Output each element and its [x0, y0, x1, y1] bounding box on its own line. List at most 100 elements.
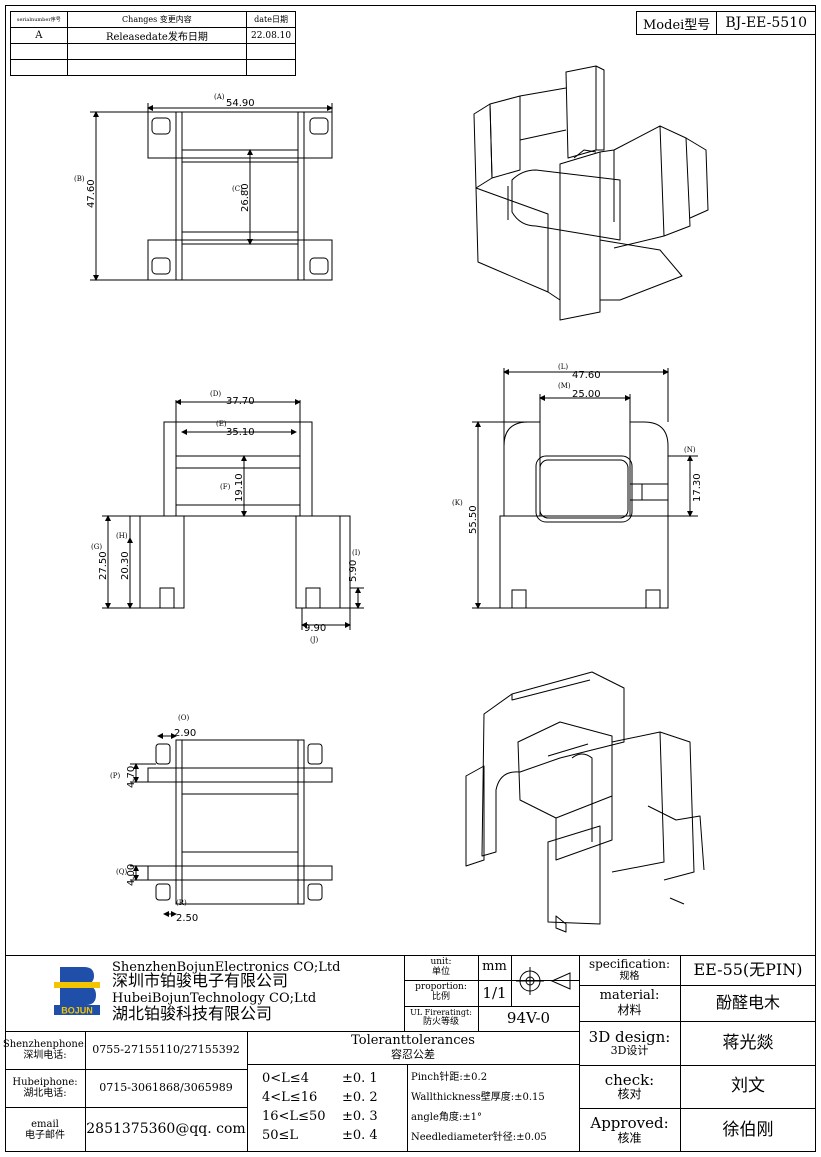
design-label-cn: 3D设计 [610, 1044, 649, 1058]
tb-rule [680, 955, 681, 1152]
dim-d-value: 37.70 [226, 396, 255, 407]
dim-o-value: 2.90 [174, 728, 196, 739]
tb-rule [579, 985, 816, 986]
check-label-cn: 核对 [617, 1087, 642, 1102]
dim-o-tag: (O) [178, 714, 189, 722]
tb-rule [5, 1107, 247, 1108]
dim-l-value: 47.60 [572, 370, 601, 381]
material-label-cn: 材料 [617, 1002, 642, 1017]
dim-c-tag: (C) [232, 185, 243, 193]
approved-value: 徐伯刚 [722, 1119, 774, 1140]
dim-a-value: 54.90 [226, 98, 255, 109]
tb-rule [404, 1006, 579, 1007]
dim-k-tag: (K) [452, 499, 463, 507]
tol-note: Wallthickness壁厚度:±0.15 [411, 1092, 545, 1103]
email-value: 2851375360@qq. com [86, 1120, 246, 1137]
check-value: 刘文 [731, 1076, 765, 1097]
ul-label-cell: UL Fireratingt: 防火等级 [404, 1006, 478, 1031]
tol-note: Pinch针距:±0.2 [411, 1072, 488, 1083]
dim-g-value: 27.50 [98, 551, 109, 580]
material-value: 酚醛电木 [715, 993, 780, 1013]
material-label-en: material: [599, 988, 660, 1004]
dim-b-tag: (B) [74, 175, 85, 183]
dim-r-tag: (R) [176, 899, 187, 907]
dim-e-tag: (E) [216, 420, 227, 428]
hb-phone-label-cn: 湖北电话: [23, 1088, 67, 1099]
tol-note: Needlediameter针径:±0.05 [411, 1132, 547, 1143]
dim-m-value: 25.00 [572, 389, 601, 400]
proportion-label-en: proportion: [415, 982, 467, 993]
company-hb-en: HubeiBojunTechnology CO;Ltd [112, 991, 317, 1006]
tb-rule [579, 1065, 816, 1066]
tb-rule [579, 955, 580, 1152]
dim-i-tag: (I) [352, 549, 360, 557]
dim-g-tag: (G) [91, 543, 102, 551]
dim-f-value: 19.10 [234, 473, 245, 502]
revision-table: serialnumber序号 Changes 变更内容 date日期 A Rel… [10, 11, 296, 76]
dim-j-tag: (J) [310, 636, 319, 644]
dim-e-value: 35.10 [226, 427, 255, 438]
sz-phone-label-en: Shenzhenphone: [2, 1039, 88, 1050]
email-label: email 电子邮件 [5, 1107, 85, 1152]
tolerances-title: Toleranttolerances 容忍公差 [247, 1031, 579, 1064]
title-block [5, 955, 816, 1152]
projection-symbol-icon [512, 958, 578, 1004]
ul-label-cn: 防火等级 [422, 1016, 459, 1027]
hb-phone-label: Hubeiphone: 湖北电话: [5, 1069, 85, 1107]
tb-rule [404, 955, 405, 1031]
proportion-label-cell: proportion: 比例 [404, 980, 478, 1006]
tol-range: 0<L≤4 [262, 1071, 309, 1086]
tolerances-title-en: Toleranttolerances [351, 1033, 475, 1049]
dim-q-tag: (Q) [116, 868, 127, 876]
check-label-en: check: [604, 1070, 655, 1089]
tb-rule [579, 1021, 816, 1022]
dim-n-value: 17.30 [692, 473, 703, 502]
dim-k-value: 55.50 [468, 505, 479, 534]
spec-label-en: specification: [588, 956, 671, 971]
unit-value: mm [482, 959, 507, 975]
tol-range: 16<L≤50 [262, 1109, 326, 1124]
proportion-value: 1/1 [482, 983, 507, 1002]
unit-label-cell: unit: 单位 [404, 955, 478, 980]
dim-m-tag: (M) [558, 382, 571, 390]
logo-text: BOJUN [61, 1006, 93, 1016]
approved-label: Approved: 核准 [579, 1108, 680, 1152]
dim-l-tag: (L) [558, 363, 568, 371]
spec-label: specification: 规格 [579, 955, 680, 985]
unit-label-cn: 单位 [431, 966, 450, 977]
email-label-en: email [31, 1118, 59, 1130]
tb-rule [85, 1031, 86, 1152]
rev-cell [66, 59, 248, 76]
check-label: check: 核对 [579, 1065, 680, 1108]
isometric-view-upper [473, 65, 709, 321]
proportion-label-cn: 比例 [431, 992, 450, 1002]
front-view [129, 421, 351, 609]
design-label-en: 3D design: [588, 1027, 671, 1046]
approved-label-en: Approved: [590, 1114, 669, 1133]
tol-value: ±0. 2 [342, 1090, 378, 1105]
tolerances-title-cn: 容忍公差 [391, 1047, 435, 1061]
tolerance-ranges: 0<L≤4±0. 1 4<L≤16±0. 2 16<L≤50±0. 3 50≤L… [262, 1069, 378, 1145]
spec-label-cn: 规格 [619, 971, 640, 983]
technical-drawing: 54.90 (A) 47.60 (B) 26.80 (C) 37.70 (D) … [74, 65, 709, 933]
tb-rule [511, 955, 512, 1006]
dim-p-value: 4.70 [126, 766, 137, 788]
sz-phone-value: 0755-27155110/27155392 [92, 1042, 240, 1056]
dim-c-value: 26.80 [240, 183, 251, 212]
company-sz-cn: 深圳市铂骏电子有限公司 [112, 971, 289, 990]
ul-value: 94V-0 [506, 1009, 551, 1028]
spec-value: EE-55(无PIN) [693, 960, 803, 980]
tb-rule [579, 1108, 816, 1109]
unit-label-en: unit: [430, 956, 452, 967]
tol-value: ±0. 1 [342, 1071, 378, 1086]
isometric-view-lower [465, 671, 705, 933]
sz-phone-label-cn: 深圳电话: [23, 1050, 67, 1061]
model-value: BJ-EE-5510 [716, 12, 815, 34]
tb-rule [5, 1069, 247, 1070]
bottom-view [147, 739, 333, 905]
dim-h-value: 20.30 [120, 551, 131, 580]
approved-label-cn: 核准 [617, 1130, 642, 1145]
material-label: material: 材料 [579, 985, 680, 1021]
tol-value: ±0. 4 [342, 1128, 378, 1143]
dim-p-tag: (P) [110, 772, 120, 780]
